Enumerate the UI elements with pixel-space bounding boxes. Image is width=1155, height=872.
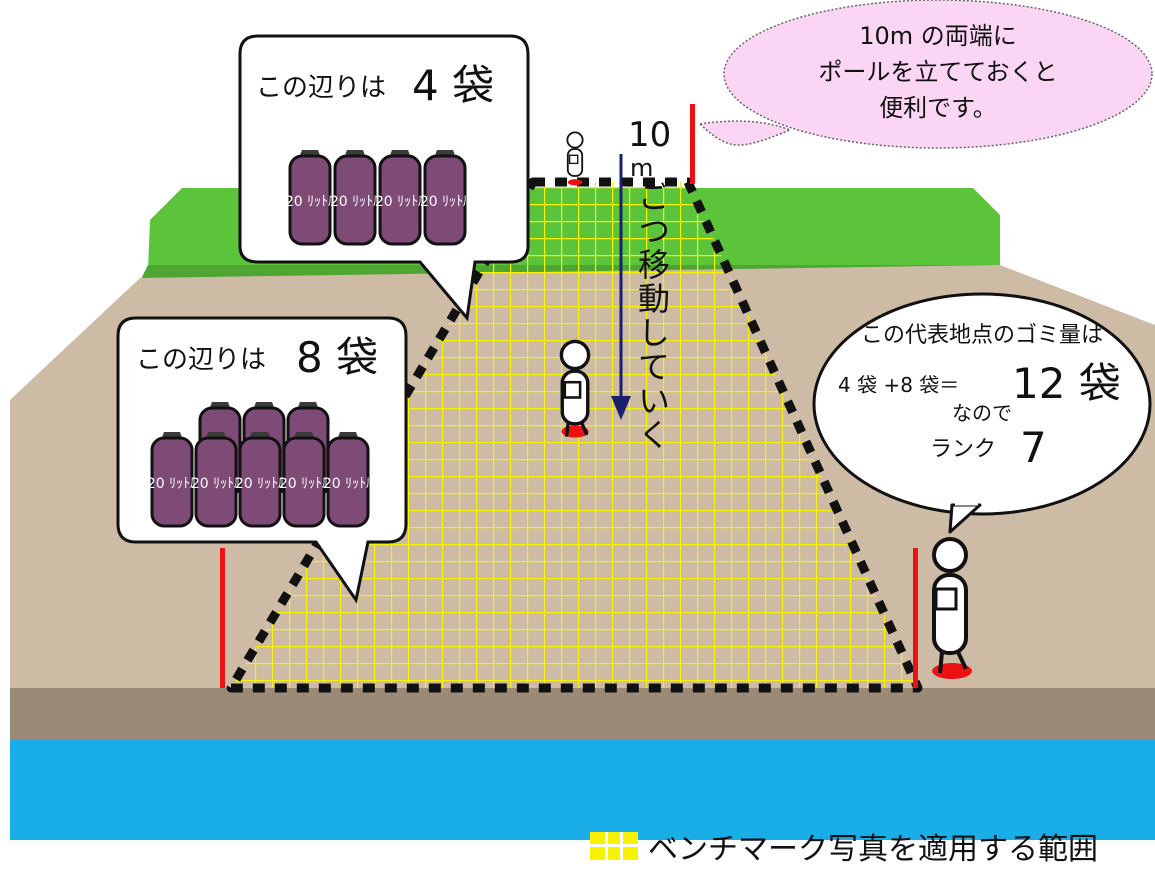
grid-legend-icon (590, 832, 638, 860)
bag-volume-label: 20 ﾘｯﾄﾙ (235, 476, 285, 492)
water-strip (10, 740, 1155, 840)
bag-volume-label: 20 ﾘｯﾄﾙ (420, 194, 470, 210)
bag-volume-label: 20 ﾘｯﾄﾙ (285, 194, 335, 210)
garbage-bag: 20 ﾘｯﾄﾙ (235, 432, 285, 528)
legend: ベンチマーク写真を適用する範囲 (590, 826, 1098, 867)
result-total: 12 袋 (1012, 359, 1121, 408)
pole-left (220, 548, 225, 688)
callout-line-2: ポールを立てておくと (818, 58, 1057, 86)
legend-text: ベンチマーク写真を適用する範囲 (648, 832, 1098, 867)
garbage-bag: 20 ﾘｯﾄﾙ (147, 432, 197, 528)
bag-volume-label: 20 ﾘｯﾄﾙ (147, 476, 197, 492)
bubble-upper-label: この辺りは (256, 73, 386, 103)
result-line-3: なので (952, 401, 1012, 425)
result-rank: 7 (1020, 423, 1047, 472)
bubble-right: この代表地点のゴミ量は 4 袋 +8 袋＝ 12 袋 なので ランク 7 (812, 292, 1152, 534)
garbage-bag: 20 ﾘｯﾄﾙ (285, 150, 335, 246)
bag-volume-label: 20 ﾘｯﾄﾙ (191, 476, 241, 492)
pole-top-right (690, 104, 695, 184)
movement-text: ごつ移動していく (633, 180, 671, 452)
callout-line-3: 便利です。 (879, 94, 997, 122)
surveyor-middle (559, 339, 591, 438)
bubble-lower-label: この辺りは (136, 345, 266, 375)
result-line-2-prefix: 4 袋 +8 袋＝ (838, 373, 959, 397)
surveyor-right (932, 537, 972, 679)
bag-volume-label: 20 ﾘｯﾄﾙ (330, 194, 380, 210)
bubble-lower-count: 8 袋 (296, 333, 378, 382)
garbage-bag: 20 ﾘｯﾄﾙ (375, 150, 425, 246)
bag-volume-label: 20 ﾘｯﾄﾙ (279, 476, 329, 492)
garbage-bag: 20 ﾘｯﾄﾙ (420, 150, 470, 246)
beach-strip (10, 688, 1155, 740)
bag-volume-label: 20 ﾘｯﾄﾙ (375, 194, 425, 210)
surveyor-top (566, 131, 584, 186)
garbage-bag: 20 ﾘｯﾄﾙ (279, 432, 329, 528)
bag-volume-label: 20 ﾘｯﾄﾙ (323, 476, 373, 492)
pole-tip-callout: 10m の両端に ポールを立てておくと 便利です。 (698, 0, 1153, 149)
result-line-4-prefix: ランク (930, 437, 996, 462)
pole-right (913, 548, 918, 688)
movement-arrow (611, 154, 631, 420)
result-line-1: この代表地点のゴミ量は (861, 323, 1103, 348)
garbage-bag: 20 ﾘｯﾄﾙ (191, 432, 241, 528)
bubble-upper-count: 4 袋 (412, 61, 494, 110)
callout-line-1: 10m の両端に (859, 22, 1017, 50)
garbage-bag: 20 ﾘｯﾄﾙ (323, 432, 373, 528)
movement-distance: 10 (628, 115, 671, 155)
garbage-bag: 20 ﾘｯﾄﾙ (330, 150, 380, 246)
movement-unit: m (630, 154, 653, 182)
